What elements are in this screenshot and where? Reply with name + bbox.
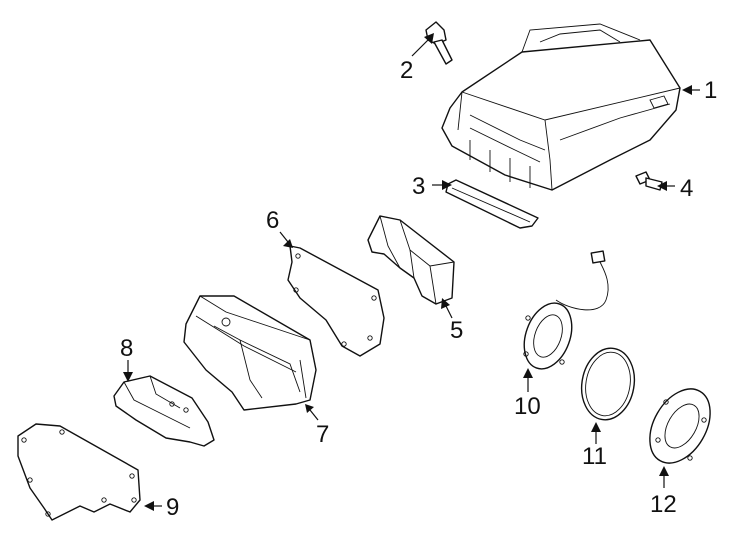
leader-2-arrowhead bbox=[424, 33, 434, 44]
part-3-bracket bbox=[445, 179, 539, 229]
leader-6 bbox=[279, 231, 289, 243]
part-9-lower-gasket bbox=[17, 423, 141, 521]
part-11-seal-ring bbox=[580, 347, 636, 421]
leader-9-arrowhead bbox=[144, 501, 154, 511]
leader-4-arrowhead bbox=[657, 181, 667, 191]
leader-8-arrowhead bbox=[123, 372, 133, 382]
part-1-module-housing bbox=[441, 23, 681, 191]
callout-4: 4 bbox=[680, 175, 693, 202]
callout-1: 1 bbox=[704, 77, 717, 104]
callout-6: 6 bbox=[266, 207, 279, 234]
leader-5-arrowhead bbox=[441, 298, 450, 309]
callout-11: 11 bbox=[582, 443, 607, 470]
part-2-bolt bbox=[425, 21, 453, 65]
callout-8: 8 bbox=[120, 335, 133, 362]
callout-7: 7 bbox=[316, 421, 329, 448]
leader-2 bbox=[411, 37, 431, 57]
leader-12-arrowhead bbox=[659, 466, 669, 476]
callout-9: 9 bbox=[166, 494, 179, 521]
part-10-sensor bbox=[523, 250, 609, 370]
leader-lines bbox=[123, 33, 700, 511]
part-6-gasket bbox=[287, 245, 385, 357]
callout-labels: 1 2 3 4 5 6 7 8 9 10 11 12 bbox=[120, 57, 717, 521]
leader-5 bbox=[445, 305, 453, 319]
leader-11-arrowhead bbox=[591, 422, 601, 432]
leader-1-arrowhead bbox=[682, 85, 692, 95]
leader-7 bbox=[309, 409, 319, 421]
callout-5: 5 bbox=[450, 317, 463, 344]
part-4-screw bbox=[635, 171, 663, 191]
leader-6-arrowhead bbox=[283, 239, 293, 248]
leader-7-arrowhead bbox=[305, 404, 314, 413]
part-5-shield bbox=[367, 215, 455, 305]
leader-10-arrowhead bbox=[523, 368, 533, 378]
callout-12: 12 bbox=[650, 491, 677, 518]
callout-10: 10 bbox=[514, 393, 541, 420]
callout-3: 3 bbox=[412, 173, 425, 200]
leader-3-arrowhead bbox=[442, 180, 452, 190]
part-12-flange bbox=[649, 388, 711, 464]
part-8-board-bracket bbox=[113, 375, 215, 447]
part-7-cover-housing bbox=[183, 295, 317, 411]
callout-2: 2 bbox=[400, 57, 413, 84]
